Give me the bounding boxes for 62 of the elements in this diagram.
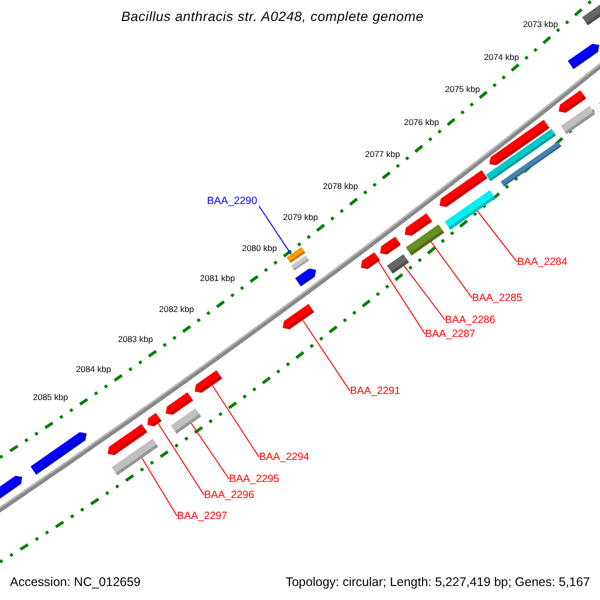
gene-block [444, 190, 496, 230]
genome-stats-text: Topology: circular; Length: 5,227,419 bp; Genes: 5,167 [286, 575, 590, 589]
scale-label: 2073 kbp [523, 19, 558, 29]
gene-block [560, 106, 596, 134]
scale-label: 2080 kbp [242, 243, 277, 253]
leader-line [378, 261, 426, 334]
gene-label: BAA_2296 [204, 489, 254, 501]
gene-block [170, 408, 202, 434]
gene-label: BAA_2285 [472, 292, 522, 304]
gene-block [440, 170, 488, 207]
scale-label: 2082 kbp [159, 304, 194, 314]
leader-line [258, 206, 292, 255]
gene-label: BAA_2297 [177, 510, 228, 522]
leader-line [430, 241, 472, 298]
gene-block [286, 247, 306, 263]
leader-line [404, 265, 446, 320]
gene-block [582, 4, 600, 26]
gene-label: BAA_2294 [259, 451, 310, 463]
gene-label: BAA_2291 [350, 385, 400, 397]
scale-label: 2079 kbp [283, 212, 318, 222]
gene-block [406, 224, 444, 256]
gene-label: BAA_2286 [445, 314, 496, 326]
gene-block [108, 424, 148, 456]
gene-block [568, 44, 600, 70]
leader-line [302, 320, 350, 392]
gene-block [30, 432, 87, 475]
gene-block [380, 236, 401, 254]
gene-label: BAA_2284 [517, 256, 568, 268]
gene-label: BAA_2295 [229, 473, 280, 485]
gene-block [558, 90, 586, 113]
gene-label: BAA_2290 [207, 195, 258, 207]
scale-label: 2084 kbp [76, 364, 111, 374]
gene-block [489, 120, 550, 166]
scale-label: 2078 kbp [323, 181, 358, 191]
leader-line [158, 423, 204, 496]
leader-line [212, 384, 260, 458]
leader-line [142, 458, 178, 516]
scale-label: 2085 kbp [33, 392, 68, 402]
gene-block [0, 476, 22, 502]
leader-line [190, 422, 230, 480]
gene-block [166, 392, 194, 415]
gene-block [194, 370, 222, 393]
gene-block [500, 142, 562, 186]
title: Bacillus anthracis str. A0248, complete genome [120, 9, 425, 24]
scale-label: 2077 kbp [365, 149, 400, 159]
gene-block [404, 213, 432, 236]
gene-block [295, 268, 316, 286]
gene-block [112, 438, 158, 476]
gene-block [360, 252, 380, 269]
gene-block [486, 128, 556, 182]
scale-label: 2075 kbp [445, 84, 480, 94]
accession-text: Accession: NC_012659 [10, 575, 141, 589]
scale-label: 2081 kbp [200, 273, 235, 283]
gene-block [282, 304, 314, 330]
scale-label: 2083 kbp [118, 334, 153, 344]
scale-label: 2076 kbp [404, 117, 439, 127]
gene-block [290, 255, 310, 271]
scale-label: 2074 kbp [484, 52, 519, 62]
gene-block [386, 254, 410, 274]
leader-line [476, 210, 518, 262]
gene-label: BAA_2287 [425, 328, 476, 340]
gene-block [147, 412, 162, 426]
